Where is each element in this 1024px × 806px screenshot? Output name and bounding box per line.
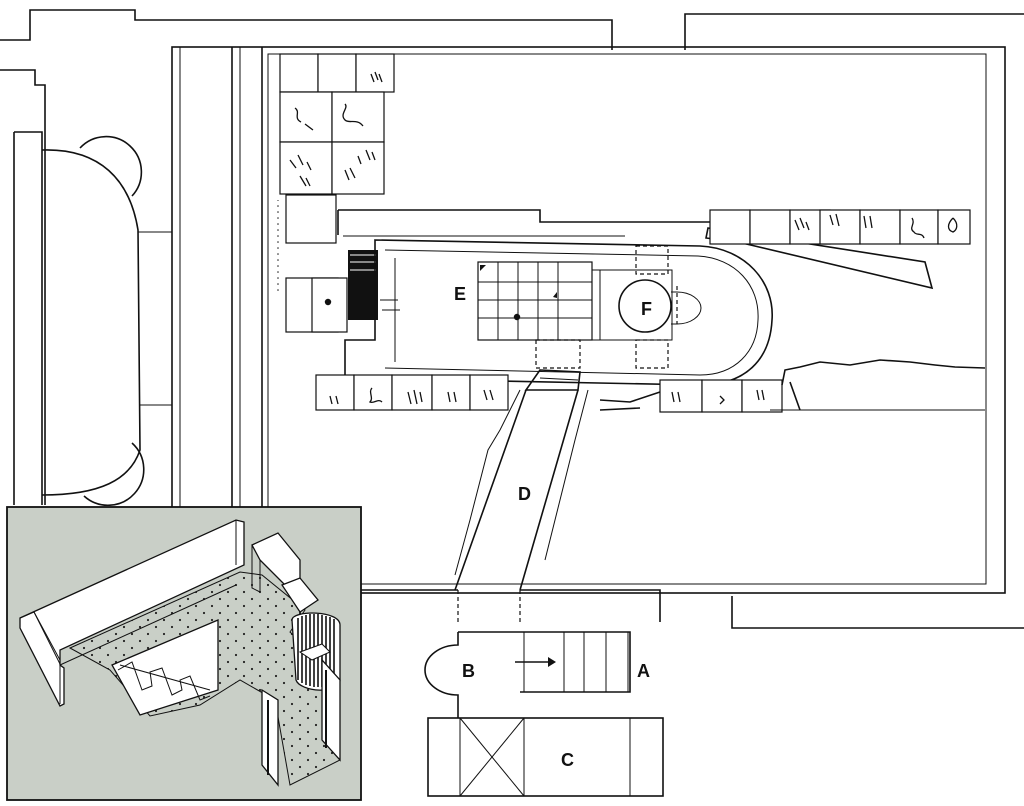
central-platform bbox=[344, 239, 773, 386]
room-a-b bbox=[424, 631, 631, 718]
label-f: F bbox=[641, 299, 652, 319]
left-wing bbox=[13, 131, 172, 507]
label-e: E bbox=[454, 284, 466, 304]
outer-walls bbox=[0, 9, 1024, 629]
axonometric-inset bbox=[6, 506, 362, 801]
room-c bbox=[427, 717, 664, 797]
top-right-band bbox=[337, 209, 971, 290]
courtyard-boundary bbox=[171, 46, 1006, 594]
label-c: C bbox=[561, 750, 574, 770]
ramp-d bbox=[454, 369, 589, 625]
label-b: B bbox=[462, 661, 475, 681]
e-grid bbox=[478, 262, 592, 340]
label-a: A bbox=[637, 661, 650, 681]
left-tiles bbox=[275, 53, 395, 333]
lower-tiles bbox=[315, 359, 986, 413]
label-d: D bbox=[518, 484, 531, 504]
